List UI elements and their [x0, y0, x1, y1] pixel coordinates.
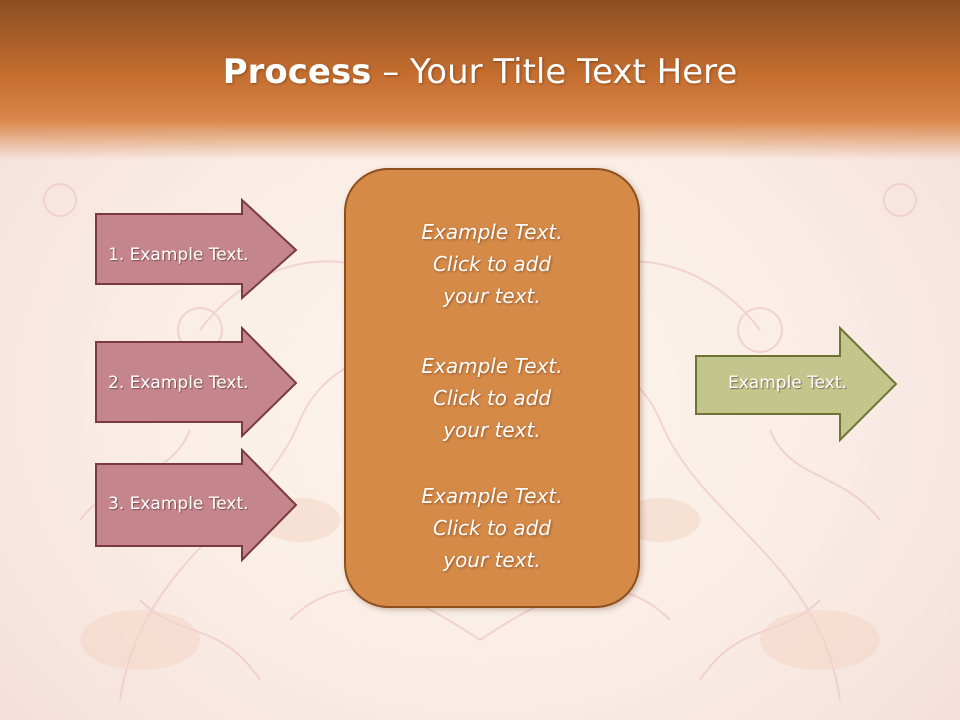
center-paragraph-3-line2: Click to add: [432, 516, 552, 540]
title-bold: Process: [222, 52, 372, 92]
center-paragraph-2-line2: Click to add: [432, 386, 552, 410]
center-paragraph-2: Example Text. Click to add your text.: [346, 350, 638, 446]
center-paragraph-2-line3: your text.: [443, 418, 541, 442]
step-arrow-2[interactable]: [94, 326, 300, 440]
slide-title[interactable]: Process – Your Title Text Here: [0, 52, 960, 92]
center-paragraph-3: Example Text. Click to add your text.: [346, 480, 638, 576]
center-paragraph-2-line1: Example Text.: [421, 354, 563, 378]
center-text-box[interactable]: Example Text. Click to add your text. Ex…: [344, 168, 640, 608]
output-arrow-label: Example Text.: [728, 373, 847, 393]
output-arrow[interactable]: [694, 326, 900, 444]
step-arrow-1[interactable]: [94, 198, 300, 302]
step-arrow-3[interactable]: [94, 448, 300, 564]
title-bar: [0, 0, 960, 160]
center-paragraph-3-line1: Example Text.: [421, 484, 563, 508]
title-rest: – Your Title Text Here: [371, 52, 738, 92]
center-paragraph-1-line3: your text.: [443, 284, 541, 308]
step-label-1: 1. Example Text.: [108, 245, 249, 265]
center-paragraph-3-line3: your text.: [443, 548, 541, 572]
center-paragraph-1-line1: Example Text.: [421, 220, 563, 244]
center-paragraph-1: Example Text. Click to add your text.: [346, 216, 638, 312]
center-paragraph-1-line2: Click to add: [432, 252, 552, 276]
step-label-2: 2. Example Text.: [108, 373, 249, 393]
step-label-3: 3. Example Text.: [108, 494, 249, 514]
